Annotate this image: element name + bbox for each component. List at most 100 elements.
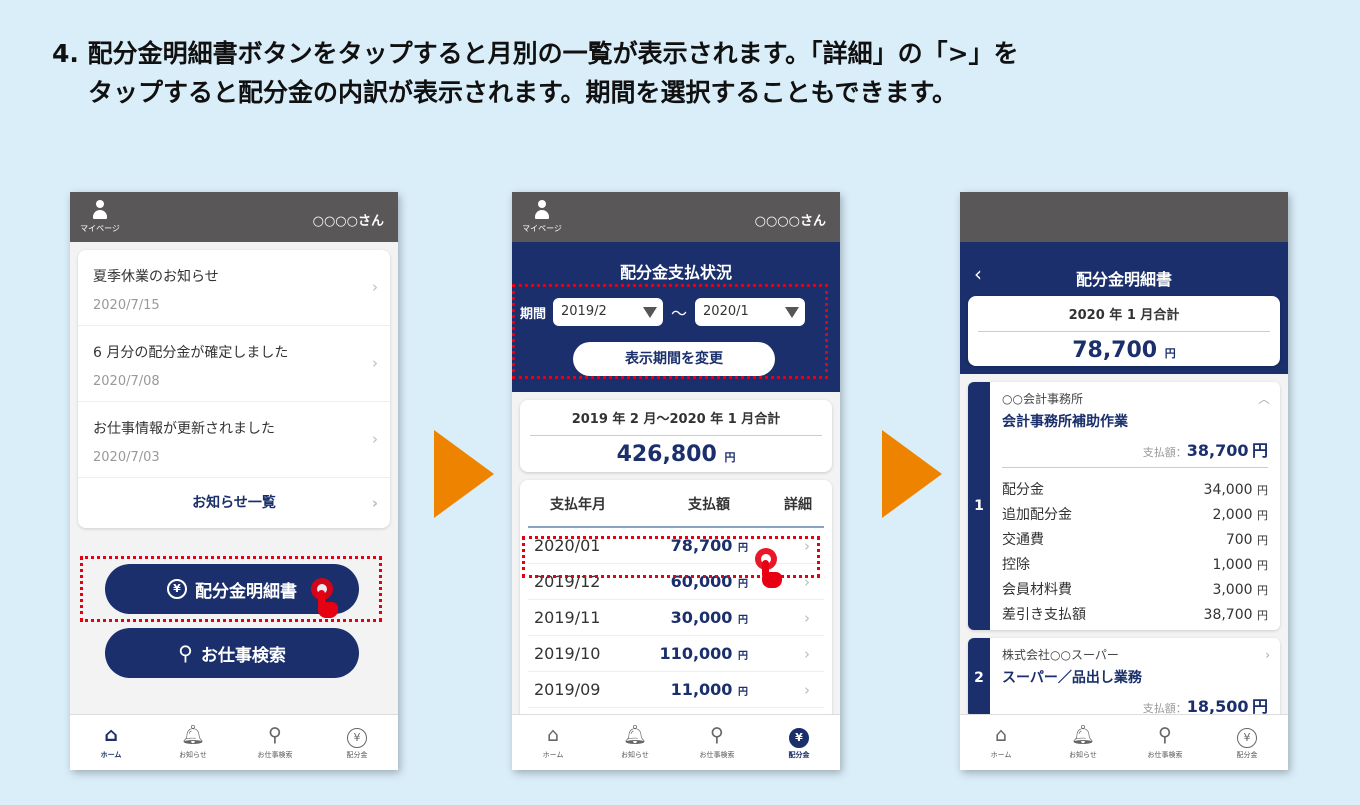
paid-label: 支払額： [1142,446,1187,459]
yen-unit: 円 [738,687,748,698]
back-chevron-icon[interactable]: ‹ [974,262,982,286]
chevron-right-icon[interactable]: › [804,609,810,627]
news-list-label: お知らせ一覧 [192,495,276,511]
table-row[interactable]: 2019/09 11,000 円 › [528,672,824,708]
chevron-right-icon[interactable]: › [804,645,810,663]
paid-value: 38,700 [1186,441,1249,460]
row-amount: 30,000 円 [638,608,748,627]
item-label: 交通費 [1002,532,1044,548]
yen-unit: 円 [1257,484,1268,497]
news-item[interactable]: お仕事情報が更新されました 2020/7/03 › [78,402,390,478]
tab-job-search[interactable]: ⚲お仕事検索 [676,715,758,770]
news-item[interactable]: 6 月分の配分金が確定しました 2020/7/08 › [78,326,390,402]
tab-label: ホーム [542,751,564,759]
tab-bar: ⌂ホーム 🔔︎お知らせ ⚲お仕事検索 ¥ 配分金 [70,714,398,770]
next-arrow-icon [434,430,494,518]
company-name: 株式会社○○スーパー [1002,648,1119,662]
tab-home[interactable]: ⌂ホーム [960,715,1042,770]
job-name: スーパー／品出し業務 [1002,670,1142,686]
tap-hand-icon [754,548,784,588]
next-arrow-icon [882,430,942,518]
news-item[interactable]: 夏季休業のお知らせ 2020/7/15 › [78,250,390,326]
yen-icon: ¥ [347,728,367,748]
change-period-button[interactable]: 表示期間を変更 [573,342,775,376]
header-month: 支払年月 [550,497,606,513]
range-tilde: ～ [671,304,688,323]
yen-unit: 円 [1257,559,1268,572]
total-card: 2019 年 2 月～2020 年 1 月合計 426,800 円 [520,400,832,472]
person-icon [533,200,551,222]
amount-value: 110,000 [659,644,733,663]
item-label: 差引き支払額 [1002,607,1086,623]
tab-label: 配分金 [346,751,368,759]
item-value: 38,700 [1203,607,1253,623]
tab-bar: ⌂ ホーム 🔔︎お知らせ ⚲お仕事検索 ¥配分金 [512,714,840,770]
yen-icon: ¥ [167,579,187,599]
yen-unit: 円 [1257,584,1268,597]
tab-distribution[interactable]: ¥ 配分金 [316,715,398,770]
yen-unit: 円 [1251,441,1268,460]
header-amount: 支払額 [688,497,730,513]
mypage-button[interactable]: マイページ [520,200,564,234]
chevron-right-icon[interactable]: › [804,537,810,555]
tab-job-search[interactable]: ⚲お仕事検索 [1124,715,1206,770]
table-row[interactable]: 2019/10 110,000 円 › [528,636,824,672]
amount-value: 78,700 [670,536,733,555]
tab-notices[interactable]: 🔔︎ お知らせ [1042,715,1124,770]
payment-status-header: 配分金支払状況 期間 2019/2 ～ 2020/1 表示期間を変更 [512,242,840,392]
top-bar [960,192,1288,242]
row-amount: 78,700 円 [638,536,748,555]
period-from-select[interactable]: 2019/2 [553,298,664,326]
yen-unit: 円 [1251,697,1268,716]
table-row[interactable]: 2019/11 30,000 円 › [528,600,824,636]
news-date: 2020/7/15 [93,298,160,313]
yen-unit: 円 [1164,347,1176,360]
tab-notices[interactable]: 🔔︎お知らせ [594,715,676,770]
statement-button-label: 配分金明細書 [195,581,297,602]
tab-label: ホーム [990,751,1012,759]
page-title: 配分金支払状況 [619,263,732,282]
total-amount: 426,800 円 [520,442,832,467]
chevron-right-icon[interactable]: › [804,573,810,591]
chevron-right-icon[interactable]: › [804,681,810,699]
tab-notices[interactable]: 🔔︎お知らせ [152,715,234,770]
row-amount: 11,000 円 [638,680,748,699]
tab-label: 配分金 [1236,751,1258,759]
search-icon: ⚲ [178,641,193,665]
table-row[interactable]: 2020/01 78,700 円 › [528,528,824,564]
yen-unit: 円 [738,579,748,590]
news-title: 6 月分の配分金が確定しました [93,345,289,361]
dropdown-triangle-icon [643,307,658,318]
period-to-select[interactable]: 2020/1 [695,298,806,326]
tab-label: お知らせ [1069,751,1097,759]
month-total-card: 2020 年 1 月合計 78,700 円 [968,296,1280,366]
tab-home[interactable]: ⌂ ホーム [512,715,594,770]
instruction-text: 4. 配分金明細書ボタンをタップすると月別の一覧が表示されます。「詳細」の「>」… [52,34,1312,112]
detail-card[interactable]: 2 › 株式会社○○スーパー スーパー／品出し業務 支払額：18,500 円 [968,638,1280,718]
news-list-link[interactable]: お知らせ一覧 › [78,478,390,528]
tab-label: ホーム [100,751,122,759]
item-value: 34,000 [1203,482,1253,498]
top-bar: マイページ ○○○○さん [70,192,398,242]
detail-number: 2 [968,638,990,718]
total-period: 2019 年 2 月～2020 年 1 月合計 [571,412,781,427]
chevron-right-icon: › [372,430,378,448]
job-name: 会計事務所補助作業 [1002,414,1128,430]
tab-home[interactable]: ⌂ホーム [70,715,152,770]
chevron-right-icon[interactable]: › [1265,648,1270,662]
mypage-button[interactable]: マイページ [78,200,122,234]
home-icon: ⌂ [546,724,560,746]
tab-job-search[interactable]: ⚲お仕事検索 [234,715,316,770]
row-amount: 110,000 円 [638,644,748,663]
chevron-up-icon[interactable]: ︿ [1257,392,1270,406]
tab-distribution[interactable]: ¥配分金 [758,715,840,770]
bell-icon: 🔔︎ [1070,724,1096,746]
tab-distribution[interactable]: ¥配分金 [1206,715,1288,770]
yen-unit: 円 [738,651,748,662]
period-to-value: 2020/1 [703,304,749,319]
header-detail: 詳細 [784,497,812,513]
job-search-button[interactable]: ⚲ お仕事検索 [105,628,359,678]
